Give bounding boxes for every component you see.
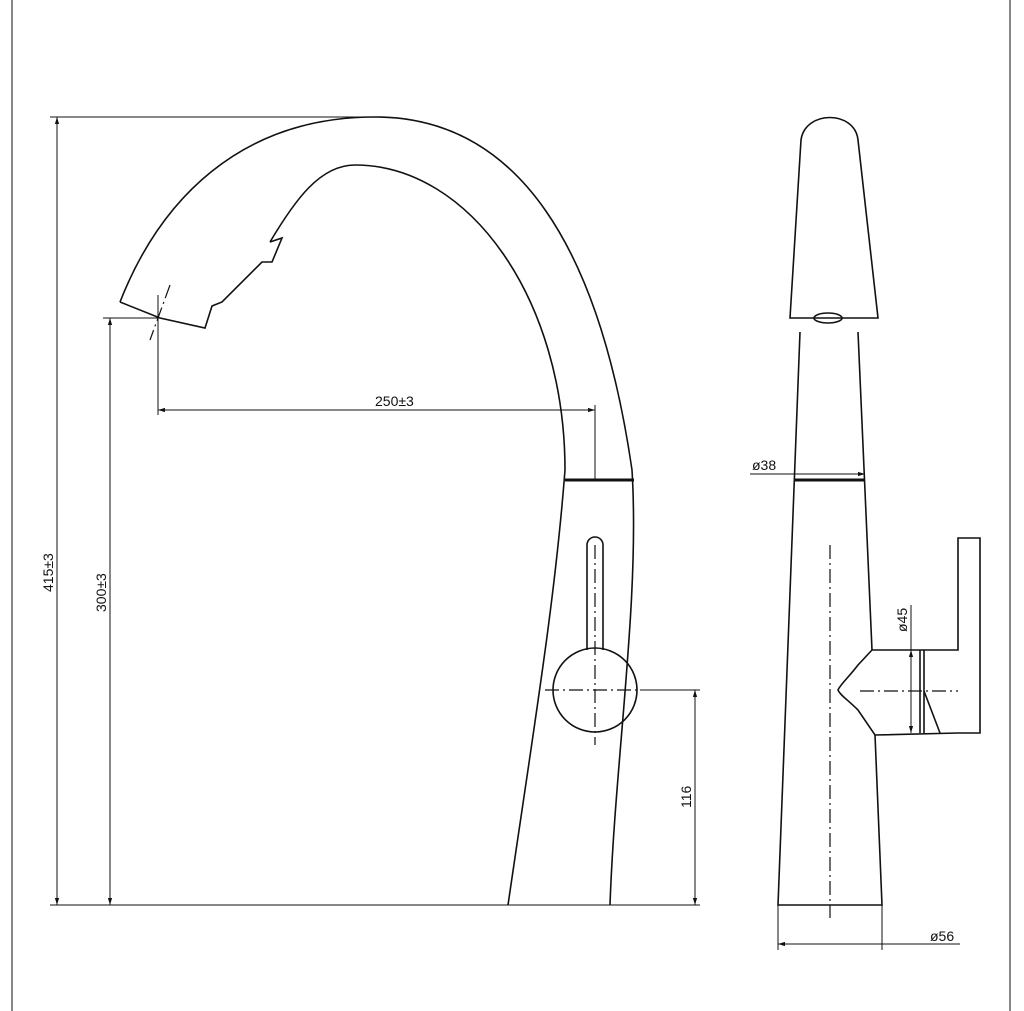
lever-height-label: 116 [678, 785, 694, 808]
dimension-lever-height: 116 [640, 689, 700, 905]
spray-head [789, 116, 879, 319]
drawing-frame [11, 0, 1011, 1011]
faucet-side-view [119, 116, 640, 906]
dimension-base-diameter: ø56 [777, 905, 960, 950]
base-diameter-label: ø56 [930, 928, 954, 944]
dimension-body-diameter: ø38 [750, 457, 865, 477]
dimension-spout-height: 300±3 [93, 317, 160, 905]
lever-slot [586, 536, 604, 650]
dimension-total-height: 415±3 [40, 116, 700, 906]
spout-reach-label: 250±3 [375, 393, 414, 409]
handle [837, 537, 981, 736]
dimension-handle-diameter: ø45 [894, 605, 914, 733]
dimension-spout-reach: 250±3 [157, 295, 596, 480]
body-diameter-label: ø38 [752, 457, 776, 473]
spout-height-label: 300±3 [93, 573, 109, 612]
total-height-label: 415±3 [40, 553, 56, 592]
handle-diameter-label: ø45 [894, 608, 910, 632]
faucet-front-view [777, 116, 981, 918]
